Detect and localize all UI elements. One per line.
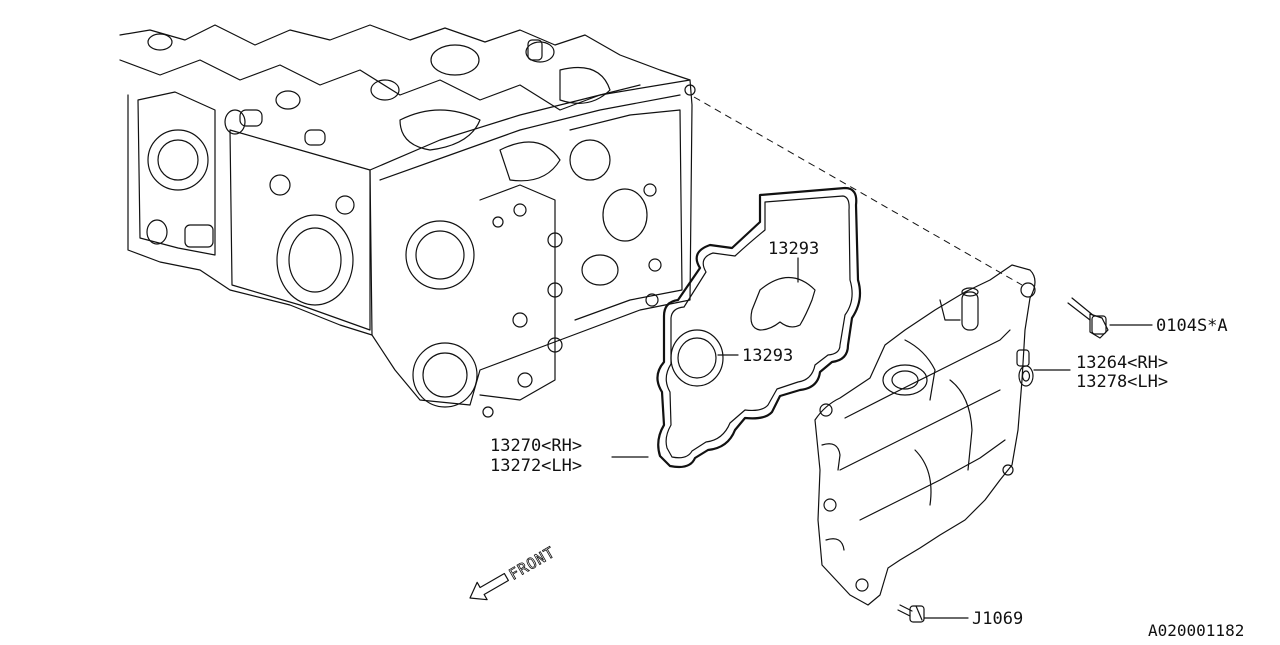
diagram-id: A020001182 xyxy=(1148,621,1244,640)
label-bottom-bolt: J1069 xyxy=(972,609,1023,629)
grommet xyxy=(1018,365,1034,387)
label-gasket-lh: 13272<LH> xyxy=(490,456,582,476)
engine-cylinder-head xyxy=(119,24,696,418)
leader-lines xyxy=(611,257,1153,619)
valve-cover xyxy=(814,264,1036,606)
label-bolt: 0104S*A xyxy=(1156,316,1228,336)
front-direction-marker: FRONT xyxy=(469,543,559,601)
alignment-dashed-line xyxy=(693,96,1023,286)
cover-bolt xyxy=(1067,297,1109,339)
label-seal-upper: 13293 xyxy=(768,239,819,259)
front-label: FRONT xyxy=(506,543,558,584)
front-arrow-icon xyxy=(469,572,509,601)
label-seal-lower: 13293 xyxy=(742,346,793,366)
bottom-bolt xyxy=(897,604,925,623)
label-gasket-rh: 13270<RH> xyxy=(490,436,582,456)
label-grommet-rh: 13264<RH> xyxy=(1076,353,1168,373)
label-grommet-lh: 13278<LH> xyxy=(1076,372,1168,392)
valve-cover-gasket xyxy=(656,186,862,469)
